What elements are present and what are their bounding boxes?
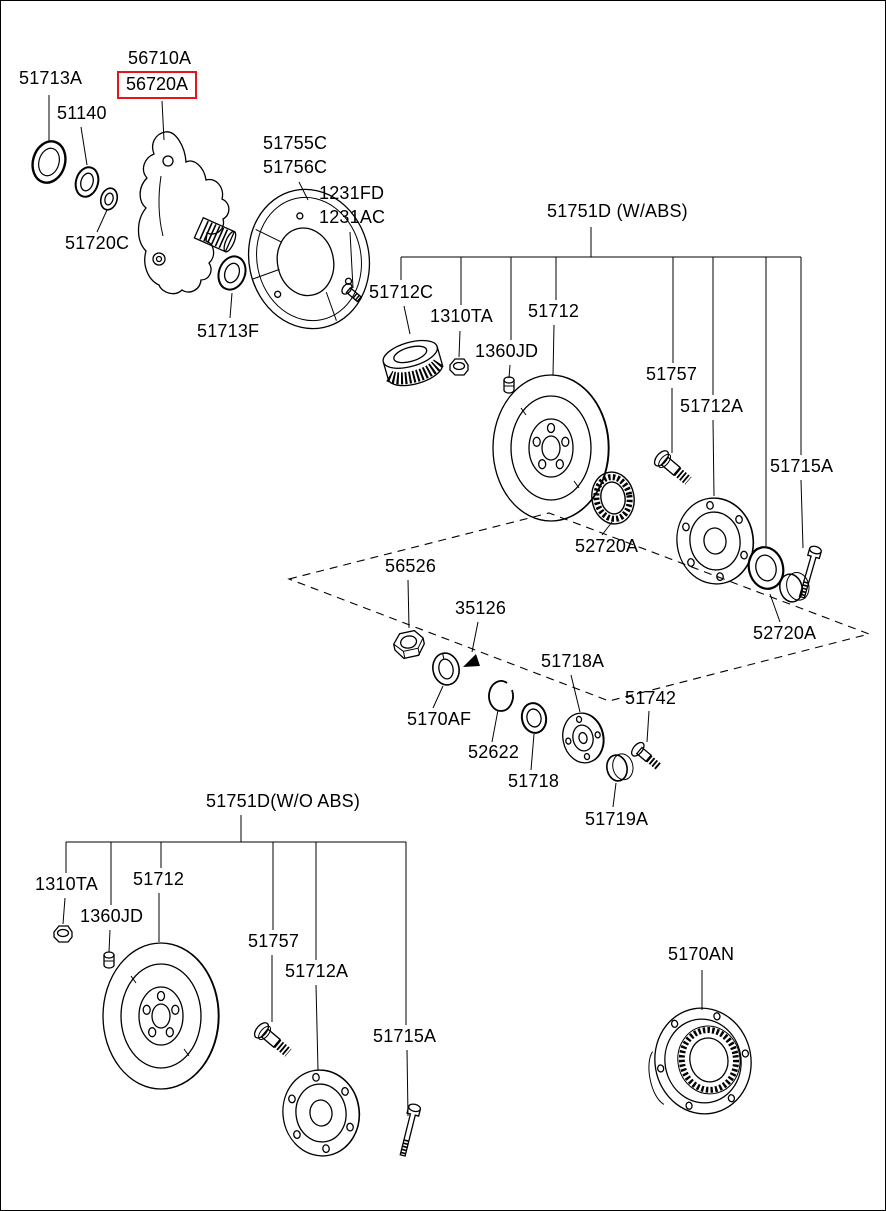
flange-nut-drawing — [449, 358, 469, 376]
drive-flange-drawing — [562, 712, 605, 764]
part-label-1231ac[interactable]: 1231AC — [319, 207, 386, 227]
part-label-51712a[interactable]: 51712A — [680, 396, 744, 416]
spindle-locknut-drawing — [393, 629, 425, 660]
freewheel-hub-drawing — [648, 1007, 752, 1115]
hub-bolt-drawing-2 — [253, 1022, 292, 1057]
leader-lines — [48, 95, 804, 1117]
oil-seal-drawing — [31, 140, 67, 184]
part-label-51712a-2[interactable]: 51712A — [285, 961, 349, 981]
inner-wheel-bearing-drawing — [591, 471, 635, 525]
front-hub-drawing-2 — [282, 1069, 361, 1157]
flange-nut-drawing-2 — [53, 925, 73, 943]
inner-bearing-ring-drawing — [217, 255, 247, 291]
wheel-stud-drawing — [798, 545, 822, 599]
part-label-51713a[interactable]: 51713A — [19, 68, 83, 88]
part-label-56720a: 56720A — [126, 74, 189, 94]
part-label-51757-2[interactable]: 51757 — [248, 931, 300, 951]
part-label-52622[interactable]: 52622 — [468, 742, 520, 762]
brake-disc-drawing-2 — [102, 942, 220, 1090]
part-label-51755c[interactable]: 51755C — [263, 133, 328, 153]
retainer-ring-drawing — [520, 702, 548, 734]
part-label-1310ta[interactable]: 1310TA — [430, 306, 493, 326]
front-hub-drawing — [676, 497, 755, 585]
part-label-51718[interactable]: 51718 — [508, 771, 560, 791]
snap-ring-drawing — [488, 680, 514, 712]
pointer-arrow-icon — [463, 654, 480, 667]
part-label-51718a[interactable]: 51718A — [541, 651, 605, 671]
hub-bolt-drawing — [653, 450, 692, 485]
needle-bearing-drawing — [99, 187, 119, 211]
part-label-51713f[interactable]: 51713F — [197, 321, 260, 341]
part-label-51712-2[interactable]: 51712 — [133, 869, 185, 889]
part-label-51712[interactable]: 51712 — [528, 301, 580, 321]
part-label-51715a[interactable]: 51715A — [770, 456, 834, 476]
part-label-51757[interactable]: 51757 — [646, 364, 698, 384]
brake-disc-drawing — [492, 374, 610, 522]
part-label-1360jd-2[interactable]: 1360JD — [80, 906, 144, 926]
abs-tone-wheel-drawing — [382, 339, 445, 387]
part-label-35126[interactable]: 35126 — [455, 598, 507, 618]
assembly-title-abs[interactable]: 51751D (W/ABS) — [547, 201, 688, 221]
assembly-title-no-abs[interactable]: 51751D(W/O ABS) — [206, 791, 361, 811]
stud-bolt-drawing — [503, 376, 515, 394]
part-label-5170an[interactable]: 5170AN — [668, 944, 735, 964]
part-label-56710a[interactable]: 56710A — [128, 48, 192, 68]
part-label-51719a[interactable]: 51719A — [585, 809, 649, 829]
part-label-51712c[interactable]: 51712C — [369, 282, 434, 302]
part-label-52720a-outer[interactable]: 52720A — [753, 623, 817, 643]
wheel-stud-drawing-2 — [399, 1103, 422, 1157]
shield-bolt-drawing — [341, 282, 363, 303]
part-label-51720c[interactable]: 51720C — [65, 233, 130, 253]
lock-washer-drawing — [432, 652, 460, 686]
part-label-51742[interactable]: 51742 — [625, 688, 677, 708]
inner-seal-drawing — [74, 166, 100, 198]
part-label-1310ta-2[interactable]: 1310TA — [35, 874, 98, 894]
grease-cap-drawing — [606, 753, 634, 782]
part-label-52720a-inner[interactable]: 52720A — [575, 536, 639, 556]
flange-bolt-drawing — [630, 741, 662, 770]
part-label-51715a-2[interactable]: 51715A — [373, 1026, 437, 1046]
part-label-5170af[interactable]: 5170AF — [407, 709, 472, 729]
part-label-1360jd[interactable]: 1360JD — [475, 341, 539, 361]
highlighted-part-box[interactable]: 56720A — [117, 71, 198, 99]
part-label-51140[interactable]: 51140 — [57, 103, 107, 123]
outer-wheel-bearing-drawing — [747, 546, 785, 590]
stud-bolt-drawing-2 — [103, 951, 115, 969]
part-label-56526[interactable]: 56526 — [385, 556, 437, 576]
steering-knuckle-drawing — [137, 131, 237, 295]
part-label-1231fd[interactable]: 1231FD — [319, 183, 385, 203]
part-label-51756c[interactable]: 51756C — [263, 157, 328, 177]
